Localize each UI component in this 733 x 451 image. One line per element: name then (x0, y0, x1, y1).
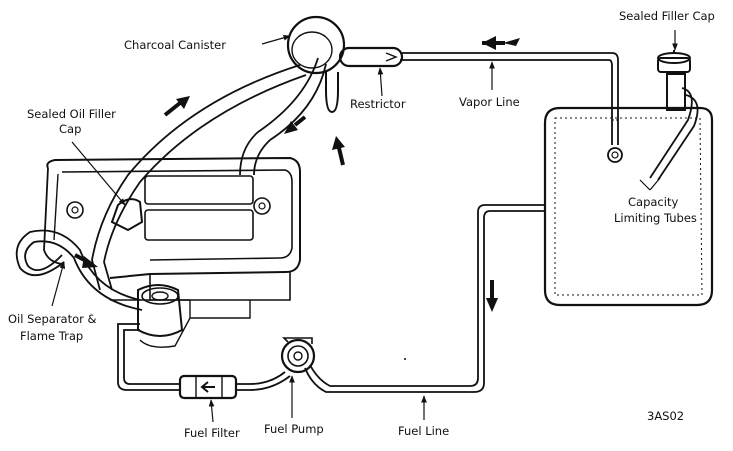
restrictor (338, 46, 404, 68)
fuel-pump (280, 337, 316, 374)
capacity-limiting-tubes (649, 87, 699, 181)
label-sealed-filler-cap: Sealed Filler Cap (619, 9, 715, 23)
label-fuel-line: Fuel Line (398, 424, 449, 438)
labels: Charcoal Canister Sealed Filler Cap Seal… (8, 9, 715, 440)
stray-dot (404, 358, 406, 360)
label-capacity-limiting-tubes-line1: Capacity (628, 195, 678, 209)
engine-block (43, 156, 301, 348)
label-oil-separator-line1: Oil Separator & (8, 312, 97, 326)
label-vapor-line: Vapor Line (459, 95, 520, 109)
tank-filler-neck (657, 50, 691, 111)
label-fuel-filter: Fuel Filter (184, 426, 240, 440)
fuel-supply-line (117, 323, 291, 391)
charcoal-canister (286, 15, 346, 114)
oil-separator (137, 284, 184, 337)
canister-purge-hoses (91, 57, 327, 291)
flow-arrows (74, 36, 520, 312)
fuel-line (304, 204, 545, 393)
fuel-tank (543, 106, 714, 307)
label-sealed-oil-filler-cap-line2: Cap (59, 122, 81, 136)
label-fuel-pump: Fuel Pump (264, 422, 324, 436)
label-sealed-oil-filler-cap-line1: Sealed Oil Filler (27, 107, 116, 121)
separator-loop-hose (15, 229, 143, 311)
label-figure-code: 3AS02 (647, 409, 684, 423)
label-capacity-limiting-tubes-line2: Limiting Tubes (614, 211, 697, 225)
label-restrictor: Restrictor (350, 97, 406, 111)
label-oil-separator-line2: Flame Trap (20, 329, 83, 343)
leader-lines (51, 30, 678, 423)
label-charcoal-canister: Charcoal Canister (124, 38, 226, 52)
fuel-filter (178, 374, 238, 400)
vapor-line (400, 52, 623, 163)
